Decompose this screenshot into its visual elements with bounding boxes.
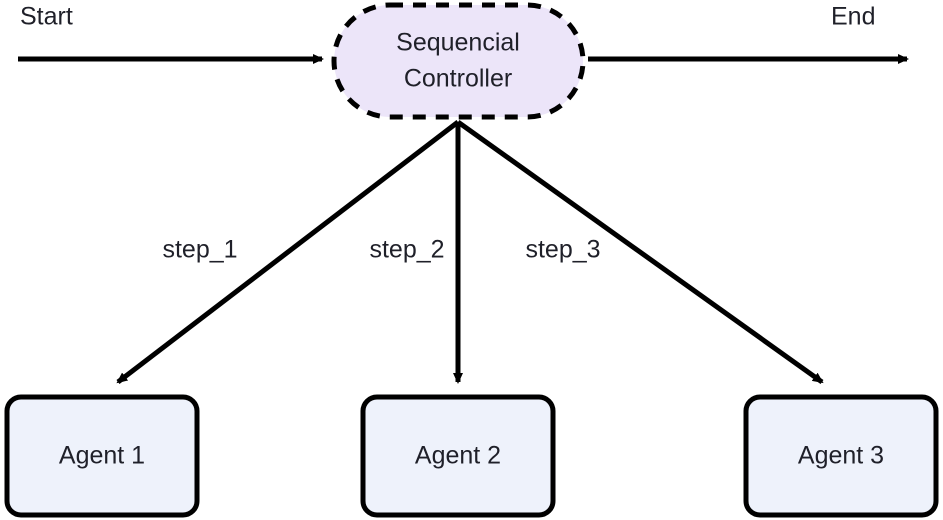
agent-2-label: Agent 2 [415, 442, 501, 470]
node-agent-2[interactable]: Agent 2 [360, 394, 556, 518]
node-agent-1[interactable]: Agent 1 [4, 394, 200, 518]
edge-label-step-3: step_3 [525, 236, 600, 264]
controller-shape [331, 2, 586, 120]
controller-label-line-1: Sequencial [396, 29, 520, 57]
edge-controller-to-agent-1 [116, 120, 460, 384]
agent-1-label: Agent 1 [59, 442, 145, 470]
agent-3-label: Agent 3 [798, 442, 884, 470]
agent-1-shape [4, 394, 200, 518]
edge-controller-to-agent-3 [456, 119, 824, 385]
edge-step-3-line [456, 119, 824, 385]
agent-3-shape [743, 394, 939, 518]
edge-label-step-1: step_1 [162, 236, 237, 264]
agent-2-shape [360, 394, 556, 518]
edge-label-step-2: step_2 [369, 236, 444, 264]
node-agent-3[interactable]: Agent 3 [743, 394, 939, 518]
controller-label-line-2: Controller [404, 65, 512, 93]
start-label: Start [20, 3, 73, 31]
node-sequential-controller[interactable]: Sequencial Controller [331, 2, 586, 120]
edge-step-1-line [116, 120, 460, 384]
end-label: End [831, 3, 875, 31]
